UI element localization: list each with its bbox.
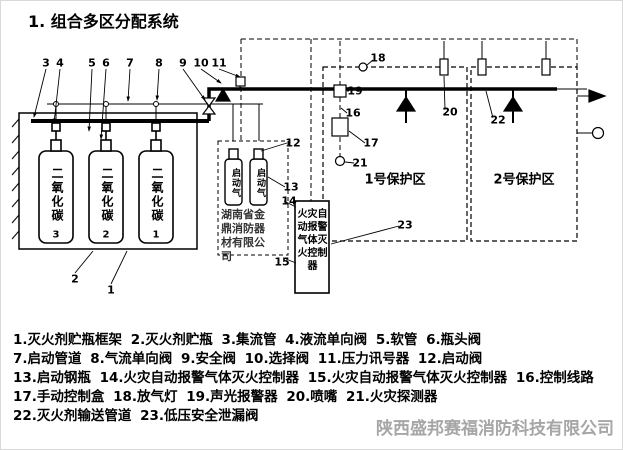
cylinder-2-label: 二氧化碳 [100, 167, 114, 223]
leader-lines [33, 59, 494, 285]
callout-13: 13 [283, 180, 299, 194]
callout-14: 14 [281, 194, 297, 208]
start-cylinder-1-label: 启动气 [230, 168, 240, 198]
cylinder-frame [11, 112, 198, 250]
cylinder-1-label: 二氧化碳 [50, 167, 64, 223]
riser-devices [201, 76, 246, 115]
callout-5: 5 [88, 56, 96, 70]
callout-20: 20 [442, 105, 458, 119]
callout-15: 15 [274, 255, 290, 269]
legend-line-1: 1.灭火剂贮瓶框架 2.灭火剂贮瓶 3.集流管 4.液流单向阀 5.软管 6.瓶… [13, 332, 482, 348]
callout-17: 17 [363, 136, 379, 150]
callout-1: 1 [107, 283, 115, 297]
protection-zones [322, 66, 578, 242]
legend-line-2: 7.启动管道 8.气流单向阀 9.安全阀 10.选择阀 11.压力讯号器 12.… [13, 351, 483, 367]
main-discharge-pipe [207, 87, 587, 121]
callout-2: 2 [71, 272, 79, 286]
callout-3: 3 [42, 56, 50, 70]
callout-4: 4 [56, 56, 64, 70]
callout-22: 22 [490, 113, 506, 127]
zone-devices [331, 41, 551, 167]
legend-line-3: 13.启动钢瓶 14.火灾自动报警气体灭火控制器 15.火灾自动报警气体灭火控制… [13, 370, 594, 386]
vendor-watermark: 湖南省金鼎消防器材有限公司 [221, 208, 265, 263]
callout-9: 9 [179, 56, 187, 70]
callout-16: 16 [345, 106, 361, 120]
legend-line-4: 17.手动控制盒 18.放气灯 19.声光报警器 20.喷嘴 21.火灾探测器 [13, 389, 438, 405]
cylinder-3-number: 1 [152, 229, 160, 241]
callout-12: 12 [285, 136, 301, 150]
start-cylinder-2-label: 启动气 [255, 168, 265, 198]
page-title: 1. 组合多区分配系统 [28, 12, 179, 31]
legend-line-5: 22.灭火剂输送管道 23.低压安全泄漏阀 [13, 408, 259, 424]
legend: 1.灭火剂贮瓶框架 2.灭火剂贮瓶 3.集流管 4.液流单向阀 5.软管 6.瓶… [13, 331, 619, 426]
zone-1-label: 1号保护区 [364, 172, 426, 188]
cylinder-1-number: 3 [52, 229, 60, 241]
callout-18: 18 [370, 51, 386, 65]
controller-box [294, 200, 330, 294]
system-schematic [11, 38, 607, 294]
controller-label: 火灾自动报警气体灭火控制器 [297, 209, 328, 272]
cylinder-3-label: 二氧化碳 [150, 167, 164, 223]
callout-21: 21 [352, 156, 368, 170]
callout-6: 6 [102, 56, 110, 70]
cylinder-2-number: 2 [102, 229, 110, 241]
callout-11: 11 [211, 56, 227, 70]
callout-19: 19 [347, 84, 363, 98]
callout-23: 23 [397, 218, 413, 232]
co2-cylinders [38, 122, 174, 244]
edge-symbols [577, 89, 607, 140]
callout-10: 10 [193, 56, 209, 70]
source-watermark: 陕西盛邦赛福消防科技有限公司 [376, 419, 614, 439]
callout-8: 8 [155, 56, 163, 70]
starting-cylinders [217, 140, 289, 256]
zone-2-label: 2号保护区 [493, 172, 555, 188]
callout-7: 7 [126, 56, 134, 70]
